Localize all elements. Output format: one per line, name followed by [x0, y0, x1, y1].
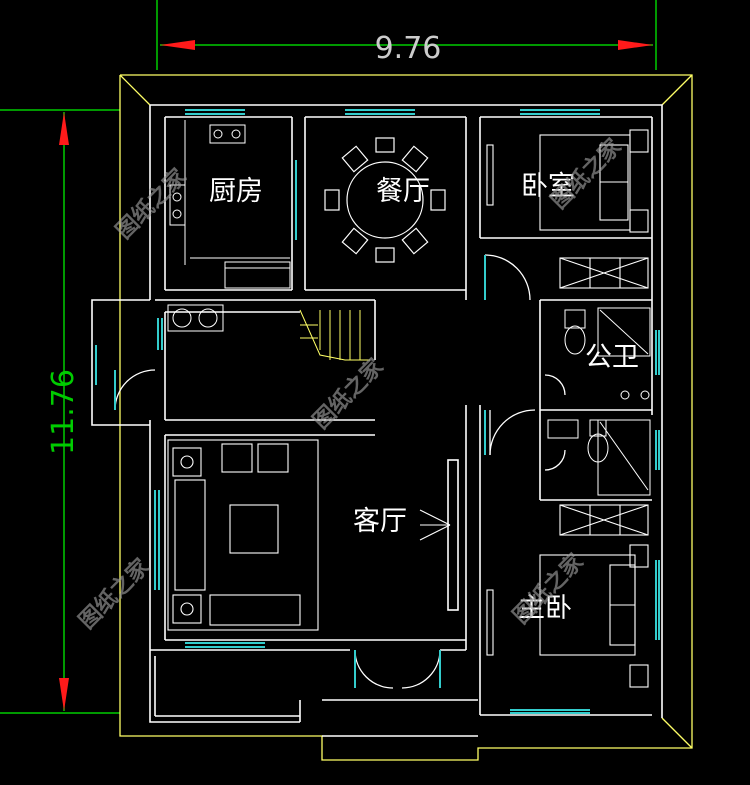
width-dimension-label: 9.76: [375, 31, 442, 66]
windows: [95, 109, 660, 714]
watermark: 图纸之家: [111, 163, 192, 244]
room-label-dining: 餐厅: [376, 176, 430, 207]
outer-outline: [119, 74, 693, 761]
door-leaves: [114, 255, 486, 688]
master-bedroom-furniture: [486, 504, 649, 688]
height-dimension-label: 11.76: [46, 369, 81, 455]
watermark: 图纸之家: [308, 353, 389, 434]
kitchen-fixtures: [169, 120, 291, 289]
arrow-down-icon: [59, 678, 69, 711]
room-label-bathroom: 公卫: [585, 342, 639, 373]
kitchen-sink-icon: [209, 124, 246, 144]
room-label-bedroom: 卧室: [521, 171, 575, 202]
stairs: [299, 309, 370, 361]
dining-table: [324, 137, 446, 263]
room-label-master-bedroom: 主卧: [518, 593, 572, 624]
arrow-right-icon: [618, 40, 653, 50]
bedroom-furniture: [486, 129, 649, 289]
arrow-left-icon: [160, 40, 195, 50]
stove-icon: [169, 184, 186, 226]
bathroom-fixtures: [547, 307, 651, 496]
living-room-furniture: [167, 439, 451, 631]
arrow-up-icon: [59, 112, 69, 145]
walls: [91, 104, 663, 737]
room-label-living: 客厅: [353, 506, 407, 537]
room-label-kitchen: 厨房: [209, 176, 263, 207]
width-dimension: 9.76: [156, 0, 657, 70]
height-dimension: 11.76: [0, 109, 120, 714]
watermark: 图纸之家: [74, 553, 155, 634]
washing-machines: [167, 304, 224, 332]
